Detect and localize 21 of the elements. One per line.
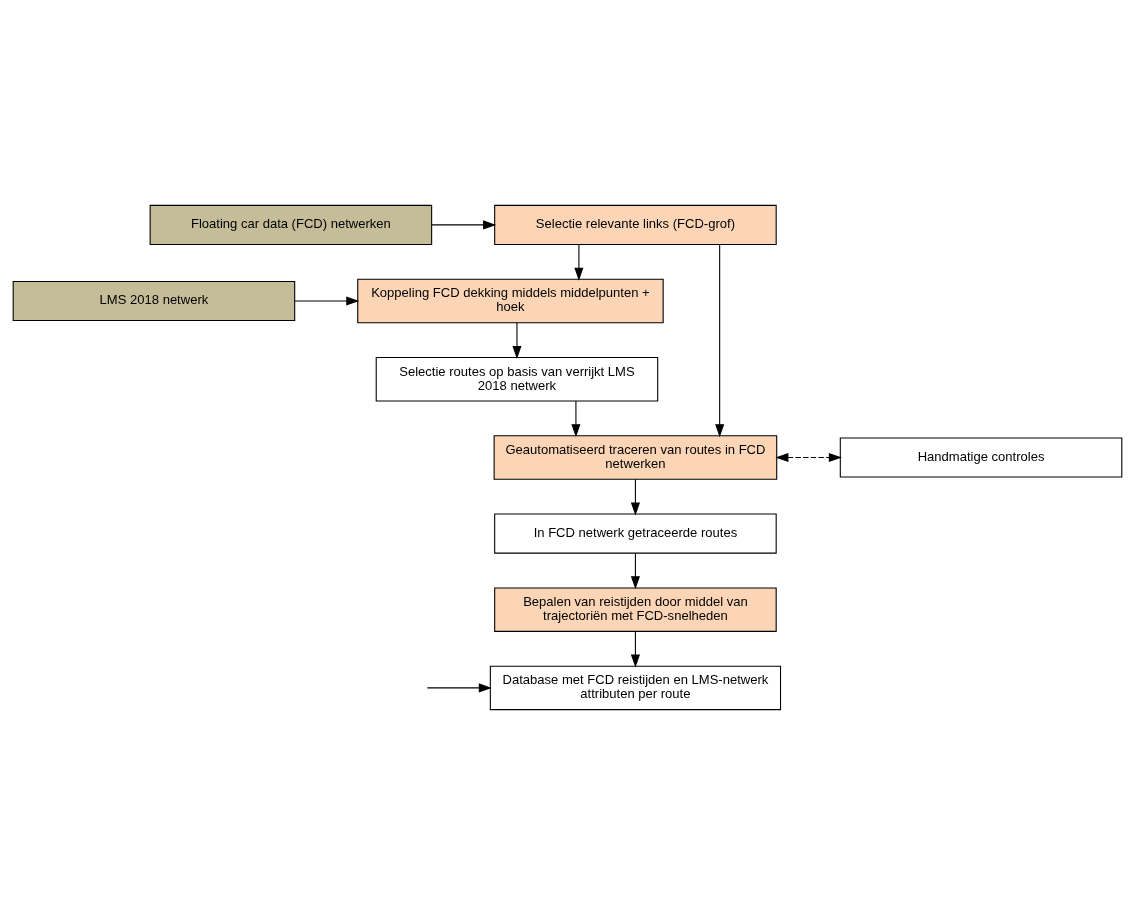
node-box: In FCD netwerk getraceerde routes xyxy=(494,512,777,554)
node-box: Koppeling FCD dekking middels middelpunten + hoek xyxy=(357,278,664,323)
arrow xyxy=(630,630,640,668)
arrow xyxy=(630,478,640,516)
arrow xyxy=(574,243,584,281)
node-box: Selectie relevante links (FCD-grof) xyxy=(494,204,777,245)
node-box: Selectie routes op basis van verrijkt LMS 2018 netwerk xyxy=(375,356,659,402)
arrow xyxy=(426,682,492,692)
node-box: LMS 2018 netwerk xyxy=(12,280,296,321)
arrow xyxy=(512,321,522,359)
arrow xyxy=(294,295,360,306)
arrow xyxy=(571,400,581,437)
node-box: Handmatige controles xyxy=(839,436,1123,478)
node-box: Geautomatiseerd traceren van routes in FCD netwerken xyxy=(493,434,778,480)
node-box: Bepalen van reistijden door middel van trajectoriën met FCD-snelheden xyxy=(494,586,777,632)
node-box: Floating car data (FCD) netwerken xyxy=(149,204,433,245)
node-box: Database met FCD reistijden en LMS-netwerk attributen per route xyxy=(489,665,782,710)
arrow xyxy=(775,452,842,462)
arrow xyxy=(431,219,497,229)
arrow xyxy=(630,552,640,589)
arrow xyxy=(715,243,725,437)
